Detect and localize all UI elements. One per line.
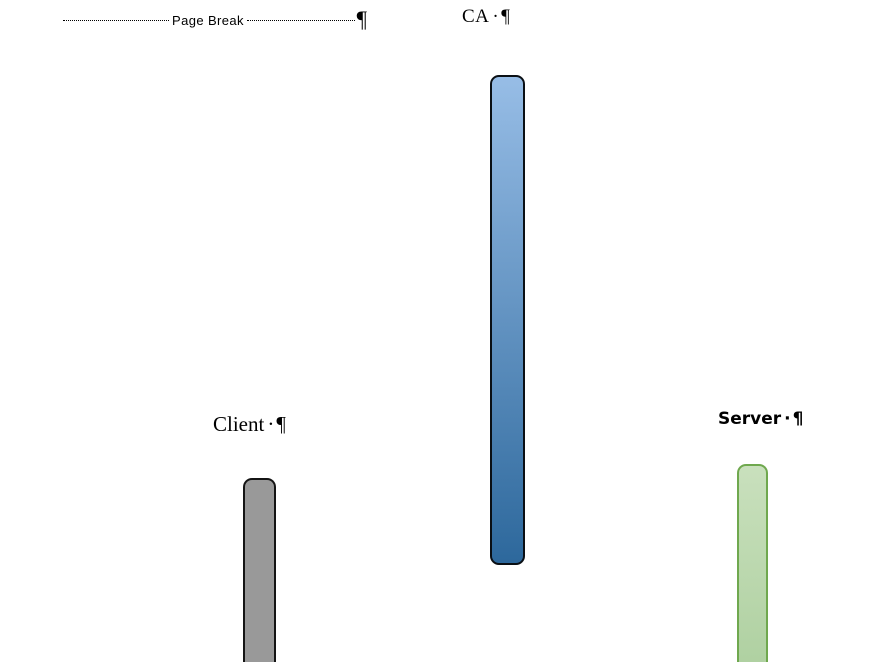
client-lifeline-shape[interactable] [243,478,276,662]
page-break-label: Page Break [172,12,244,28]
ca-lifeline-shape[interactable] [490,75,525,565]
client-label[interactable]: Client·¶ [213,412,286,437]
server-lifeline-shape[interactable] [737,464,768,662]
page-break-dotted-line-right [246,20,355,21]
page-break-marker: Page Break ¶ [63,6,367,34]
space-mark: · [784,409,791,429]
pilcrow-mark: ¶ [501,6,511,27]
space-mark: · [492,6,500,27]
page-break-dotted-line-left [63,20,169,21]
ca-label[interactable]: CA·¶ [462,6,510,29]
pilcrow-mark: ¶ [356,6,367,32]
ca-label-text: CA [462,6,490,27]
pilcrow-mark: ¶ [792,409,804,429]
client-label-text: Client [213,412,265,436]
server-label-text: Server [718,409,782,429]
space-mark: · [267,412,275,436]
server-label[interactable]: Server·¶ [718,409,803,429]
pilcrow-mark: ¶ [276,412,286,436]
